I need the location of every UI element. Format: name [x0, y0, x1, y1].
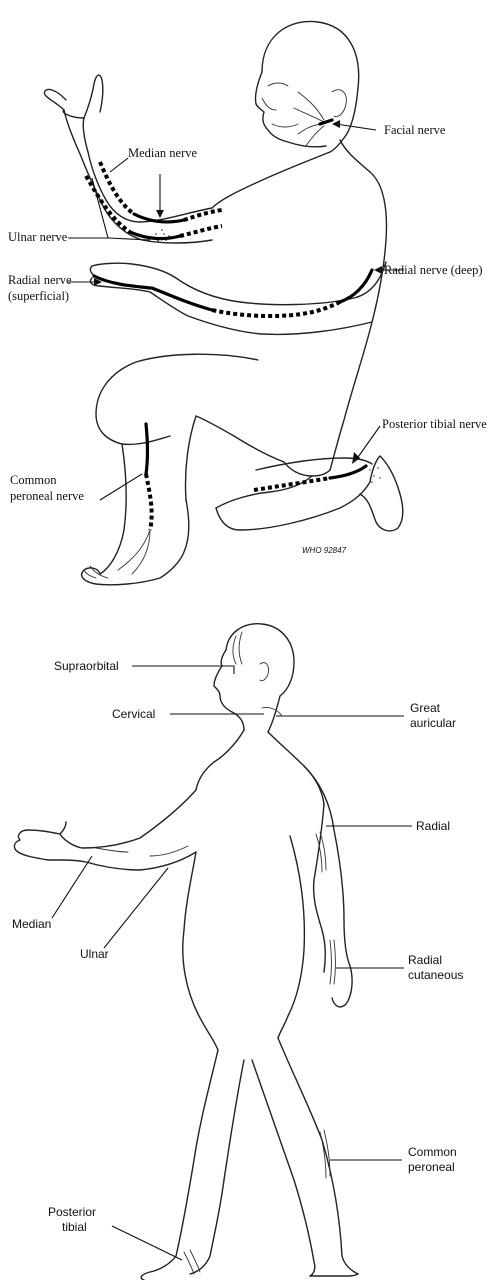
label-facial-nerve: Facial nerve [384, 123, 446, 137]
b-face-profile [214, 650, 244, 730]
shoulder-line [212, 152, 330, 208]
raised-hand [44, 75, 102, 118]
label-posterior-tibial-2: tibial [62, 1220, 87, 1234]
front-arm-top [92, 262, 386, 305]
facial-leader [336, 124, 376, 130]
figure-code: WHO 92847 [302, 546, 347, 555]
label-common-peroneal-nerve: Common [10, 473, 57, 487]
b-torso-right [278, 836, 304, 1038]
b-right-arm-outer [304, 766, 352, 1007]
ear-outline [332, 90, 346, 117]
label-great-auricular-2: auricular [410, 716, 456, 730]
label-radial-nerve-superficial: Radial nerve [8, 273, 72, 287]
common-peroneal-solid [146, 424, 148, 474]
label-ulnar-nerve: Ulnar nerve [8, 230, 68, 244]
label-radial-nerve-superficial-2: (superficial) [8, 289, 69, 303]
b-posterior-tibial-leader [112, 1226, 182, 1260]
figure-a-nerves [86, 120, 372, 574]
b-head-nerve [233, 632, 242, 664]
figure-b-leaders [52, 666, 412, 1260]
label-supraorbital: Supraorbital [54, 659, 119, 673]
b-neck-nerve [262, 707, 282, 716]
b-right-arm-inner [314, 804, 326, 972]
ulnar-leader-1 [68, 178, 108, 238]
label-common-peroneal-nerve-2: peroneal nerve [10, 489, 84, 503]
b-median-leader [52, 856, 92, 918]
median-leader-2 [110, 158, 128, 172]
b-radial-cutaneous-lines [330, 940, 336, 984]
head-outline [262, 21, 359, 152]
posterior-tibial-leader [356, 426, 380, 460]
neck-back [330, 140, 386, 470]
b-hand [14, 822, 66, 860]
label-ulnar: Ulnar [80, 947, 109, 961]
posterior-tibial-dashed [254, 478, 330, 490]
back-leg-bottom [216, 482, 370, 530]
nose-detail [262, 98, 276, 110]
b-arm-nerves [96, 846, 188, 856]
ulnar-nerve-dashed-2 [180, 226, 222, 236]
b-right-leg-outer [278, 1038, 358, 1274]
common-peroneal-leader [100, 474, 142, 500]
front-arm-bottom [100, 286, 372, 334]
label-posterior-tibial: Posterior [48, 1205, 96, 1219]
figure-b-walking-body [14, 624, 358, 1280]
b-arm-bottom [62, 852, 196, 870]
figure-b-labels: Supraorbital Great auricular Cervical Ra… [12, 659, 463, 1234]
eye-detail [268, 83, 288, 86]
shin-front [100, 444, 126, 574]
label-common-peroneal: Common [408, 1145, 457, 1159]
b-neck-right [268, 732, 324, 804]
label-cervical: Cervical [112, 707, 155, 721]
back-leg-top [216, 476, 312, 508]
figure-a-labels: Median nerve Facial nerve Ulnar nerve Ra… [8, 123, 487, 503]
shin-back [82, 500, 189, 585]
label-posterior-tibial-nerve: Posterior tibial nerve [382, 417, 487, 431]
torso-bottom [284, 462, 330, 476]
b-arm-top [60, 790, 196, 848]
thigh-upper [96, 354, 258, 444]
b-ulnar-leader [104, 868, 168, 948]
label-radial-cutaneous-2: cutaneous [408, 968, 463, 982]
common-peroneal-dashed [146, 474, 152, 530]
face-nerve-branches [294, 92, 324, 146]
label-common-peroneal-2: peroneal [408, 1160, 455, 1174]
label-radial: Radial [416, 819, 450, 833]
b-foot-right [310, 1274, 358, 1276]
posterior-tibial-solid [330, 466, 366, 478]
b-right-leg-inner [252, 1060, 315, 1276]
label-radial-nerve-deep: Radial nerve (deep) [384, 263, 483, 277]
face-outline [255, 72, 326, 147]
b-ear [260, 663, 269, 681]
label-great-auricular: Great [410, 701, 441, 715]
label-median-nerve: Median nerve [128, 146, 198, 160]
b-torso-left [183, 852, 218, 1050]
median-nerve-dashed-2 [184, 210, 222, 220]
label-radial-cutaneous: Radial [408, 953, 442, 967]
b-peroneal-nerve-lines [320, 1130, 330, 1178]
mouth-detail [272, 124, 298, 127]
b-neck-left [196, 730, 244, 790]
figure-a-kneeling-body [44, 21, 402, 584]
label-median: Median [12, 917, 51, 931]
b-left-leg-inner [190, 1060, 244, 1274]
